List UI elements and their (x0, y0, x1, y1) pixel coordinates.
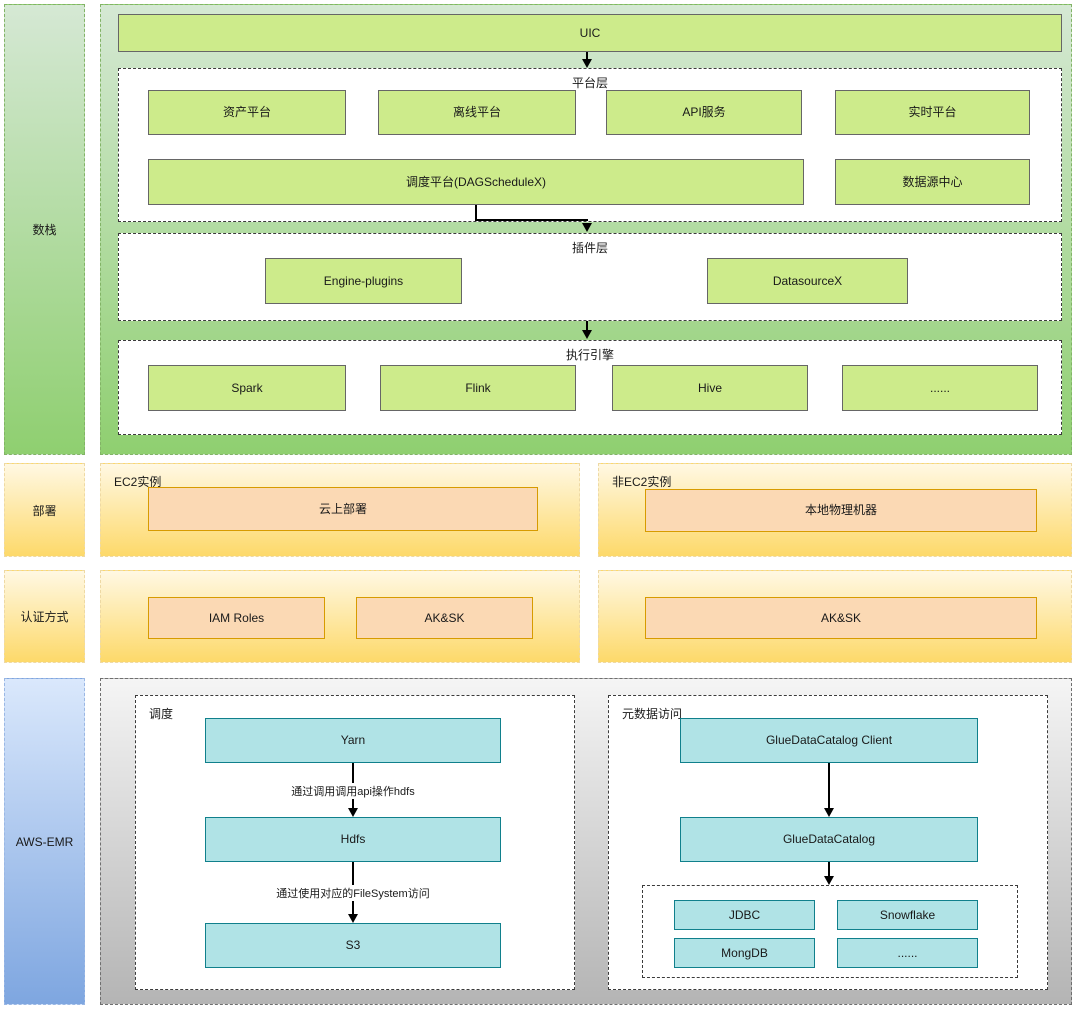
node-hive: Hive (612, 365, 808, 411)
node-asset-platform: 资产平台 (148, 90, 346, 135)
sidebar-label-datastack: 数栈 (4, 4, 85, 455)
node-datasourcex: DatasourceX (707, 258, 908, 304)
connector-group (642, 885, 1018, 978)
arrow-hdfs-s3-head (348, 914, 358, 923)
arrow-plugin-engine-line (586, 321, 588, 331)
node-engine-plugins: Engine-plugins (265, 258, 462, 304)
arrow-client-catalog-head (824, 808, 834, 817)
metadata-title: 元数据访问 (622, 707, 683, 721)
arrow-uic-platform-line (586, 52, 588, 60)
node-gluedatacatalog: GlueDataCatalog (680, 817, 978, 862)
arrow-yarn-hdfs-head (348, 808, 358, 817)
edge-label-yarn-hdfs: 通过调用调用api操作hdfs (288, 783, 418, 799)
node-offline-platform: 离线平台 (378, 90, 576, 135)
node-jdbc: JDBC (674, 900, 815, 930)
arrow-plugin-engine-head (582, 330, 592, 339)
sidebar-label-deploy: 部署 (4, 463, 85, 557)
node-cloud-deploy: 云上部署 (148, 487, 538, 531)
arrow-scheduler-plugin-head (582, 223, 592, 232)
arrow-catalog-connectors-line (828, 862, 830, 877)
node-yarn: Yarn (205, 718, 501, 763)
node-engine-more: ...... (842, 365, 1038, 411)
platform-layer-title: 平台层 (571, 76, 608, 90)
node-flink: Flink (380, 365, 576, 411)
node-local-machine: 本地物理机器 (645, 489, 1037, 532)
plugin-layer-panel: 插件层 (118, 233, 1062, 321)
arrow-scheduler-plugin-v (475, 205, 477, 221)
node-s3: S3 (205, 923, 501, 968)
arrow-scheduler-plugin-h (475, 219, 588, 221)
node-uic: UIC (118, 14, 1062, 52)
node-dag-schedulex: 调度平台(DAGScheduleX) (148, 159, 804, 205)
node-connector-more: ...... (837, 938, 978, 968)
node-aksk-ec2: AK&SK (356, 597, 533, 639)
node-snowflake: Snowflake (837, 900, 978, 930)
arrow-catalog-connectors-head (824, 876, 834, 885)
scheduling-title: 调度 (149, 707, 174, 721)
sidebar-label-aws-emr: AWS-EMR (4, 678, 85, 1005)
node-gluedatacatalog-client: GlueDataCatalog Client (680, 718, 978, 763)
arrow-client-catalog-line (828, 763, 830, 809)
edge-label-hdfs-s3: 通过使用对应的FileSystem访问 (273, 885, 433, 901)
node-spark: Spark (148, 365, 346, 411)
node-aksk-non-ec2: AK&SK (645, 597, 1037, 639)
sidebar-label-auth: 认证方式 (4, 570, 85, 663)
node-hdfs: Hdfs (205, 817, 501, 862)
plugin-layer-title: 插件层 (571, 241, 608, 255)
non-ec2-deploy-title: 非EC2实例 (612, 475, 672, 489)
node-realtime-platform: 实时平台 (835, 90, 1030, 135)
node-iam-roles: IAM Roles (148, 597, 325, 639)
engine-layer-title: 执行引擎 (565, 348, 614, 362)
node-datasource-center: 数据源中心 (835, 159, 1030, 205)
ec2-deploy-title: EC2实例 (114, 475, 162, 489)
node-api-service: API服务 (606, 90, 802, 135)
node-mongdb: MongDB (674, 938, 815, 968)
arrow-uic-platform-head (582, 59, 592, 68)
